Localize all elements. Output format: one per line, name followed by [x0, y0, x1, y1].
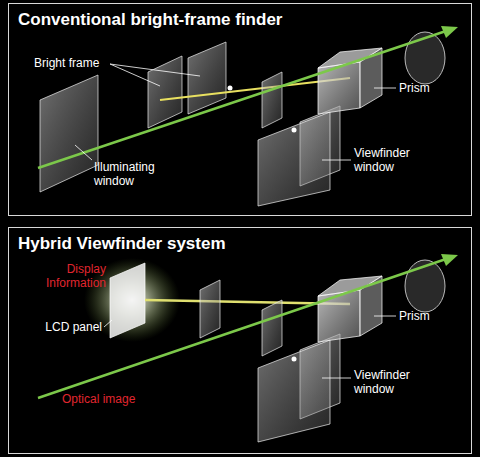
- conventional-finder-art: [38, 26, 458, 206]
- panel-title: Conventional bright-frame finder: [18, 10, 282, 30]
- part-label: Viewfinder window: [354, 146, 424, 175]
- part-label: Bright frame: [34, 56, 114, 70]
- part-label: Illuminating window: [94, 160, 164, 189]
- finder-panel: Hybrid Viewfinder system: [8, 227, 472, 454]
- part-label: Prism: [399, 81, 459, 95]
- panel-title: Hybrid Viewfinder system: [18, 234, 226, 254]
- part-label: Optical image: [62, 392, 162, 406]
- finder-panel: Conventional bright-frame finder: [8, 3, 472, 216]
- part-label: Viewfinder window: [354, 368, 424, 397]
- part-label: LCD panel: [40, 320, 102, 334]
- part-label: Prism: [399, 309, 459, 323]
- part-label: Display Information: [30, 262, 106, 291]
